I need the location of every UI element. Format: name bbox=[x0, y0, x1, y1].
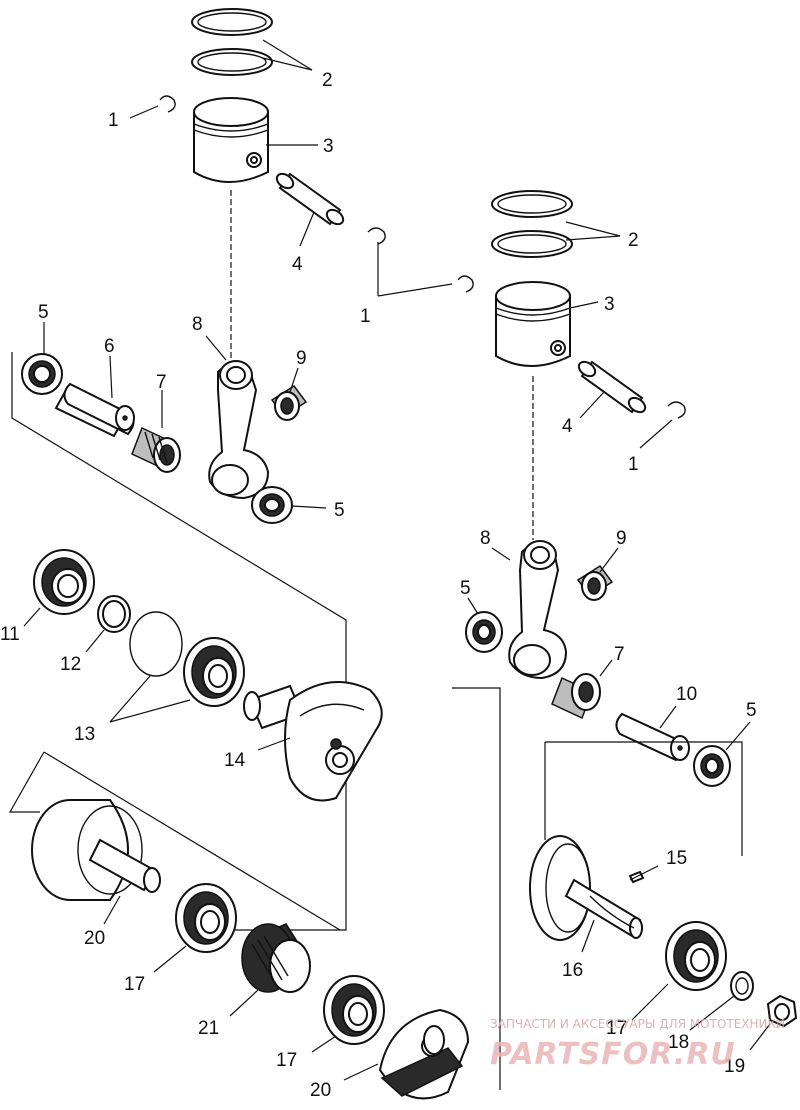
circlip-left-a bbox=[159, 95, 176, 113]
callout-9: 9 bbox=[616, 528, 627, 549]
callout-17: 17 bbox=[276, 1050, 297, 1071]
callout-12: 12 bbox=[60, 654, 81, 675]
callout-10: 10 bbox=[676, 684, 697, 705]
callout-3: 3 bbox=[323, 136, 334, 157]
main-bearing-11 bbox=[33, 549, 95, 615]
nut-19 bbox=[766, 994, 798, 1028]
thrust-washer-left-b bbox=[251, 486, 293, 524]
callout-21: 21 bbox=[198, 1018, 219, 1039]
callout-5: 5 bbox=[334, 500, 345, 521]
callout-13: 13 bbox=[74, 724, 95, 745]
callout-1: 1 bbox=[108, 110, 119, 131]
bushing-6 bbox=[54, 382, 135, 438]
callout-9: 9 bbox=[296, 348, 307, 369]
watermark: ЗАПЧАСТИ И АКСЕССУАРЫ ДЛЯ МОТОТЕХНИКИ PA… bbox=[490, 1017, 785, 1072]
circlip-right-a bbox=[457, 275, 474, 293]
callout-20: 20 bbox=[84, 928, 105, 949]
callout-8: 8 bbox=[192, 314, 203, 335]
snap-ring-13 bbox=[129, 611, 183, 677]
callout-3: 3 bbox=[604, 294, 615, 315]
watermark-brand: PARTSFOR.RU bbox=[490, 1037, 736, 1072]
callout-1: 1 bbox=[360, 306, 371, 327]
washer-18 bbox=[730, 971, 754, 1001]
callout-7: 7 bbox=[614, 644, 625, 665]
callout-17: 17 bbox=[124, 974, 145, 995]
piston-pin-right bbox=[577, 360, 647, 414]
callout-18: 18 bbox=[668, 1032, 689, 1053]
main-bearing-17c bbox=[665, 921, 727, 991]
labyrinth-seal-21 bbox=[241, 923, 312, 993]
callout-11: 11 bbox=[0, 624, 20, 645]
crankshaft-half-16 bbox=[529, 835, 643, 941]
crankshaft-half-20-lower bbox=[378, 1008, 470, 1100]
piston-pin-left bbox=[275, 172, 345, 226]
piston-left bbox=[193, 97, 269, 183]
crankshaft-half-20-upper bbox=[31, 799, 161, 901]
watermark-caption: ЗАПЧАСТИ И АКСЕССУАРЫ ДЛЯ МОТОТЕХНИКИ bbox=[490, 1017, 785, 1031]
thrust-washer-left-a bbox=[21, 353, 63, 395]
callout-8: 8 bbox=[480, 528, 491, 549]
main-bearing-17a bbox=[175, 883, 237, 953]
crankshaft-half-14 bbox=[243, 681, 383, 802]
callout-19: 19 bbox=[724, 1056, 745, 1077]
callout-4: 4 bbox=[562, 416, 573, 437]
callout-4: 4 bbox=[292, 254, 303, 275]
needle-bearing-left-9 bbox=[270, 384, 308, 421]
piston-rings-left bbox=[191, 8, 273, 76]
callout-5: 5 bbox=[38, 302, 49, 323]
callout-2: 2 bbox=[628, 230, 639, 251]
callout-14: 14 bbox=[224, 750, 246, 771]
ring-12 bbox=[97, 595, 131, 633]
main-bearing-17b bbox=[323, 975, 385, 1045]
needle-bearing-left-7 bbox=[131, 426, 181, 473]
bushing-10 bbox=[615, 712, 690, 762]
callout-17: 17 bbox=[606, 1018, 627, 1039]
callout-7: 7 bbox=[156, 372, 167, 393]
callout-1: 1 bbox=[628, 454, 639, 475]
callout-labels: 1 2 3 4 1 2 3 4 1 5 6 7 8 9 5 8 9 5 7 10… bbox=[0, 70, 757, 1101]
needle-bearing-right-7 bbox=[551, 673, 601, 720]
connecting-rod-left bbox=[208, 360, 270, 500]
callout-15: 15 bbox=[666, 848, 687, 869]
piston-right bbox=[495, 281, 571, 367]
thrust-washer-right-b bbox=[693, 745, 731, 787]
callout-16: 16 bbox=[562, 960, 583, 981]
connecting-rod-right bbox=[508, 540, 568, 680]
leader-lines bbox=[23, 39, 771, 1081]
callout-5: 5 bbox=[746, 700, 757, 721]
thrust-washer-right-a bbox=[465, 611, 503, 653]
callout-2: 2 bbox=[322, 70, 333, 91]
needle-bearing-right-9 bbox=[576, 564, 614, 601]
circlip-right-b bbox=[667, 401, 686, 419]
circlip-left-b bbox=[367, 227, 386, 245]
main-bearing-13 bbox=[183, 637, 245, 707]
callout-6: 6 bbox=[104, 336, 115, 357]
callout-5: 5 bbox=[460, 578, 471, 599]
piston-rings-right bbox=[491, 190, 573, 258]
callout-20: 20 bbox=[310, 1080, 331, 1101]
